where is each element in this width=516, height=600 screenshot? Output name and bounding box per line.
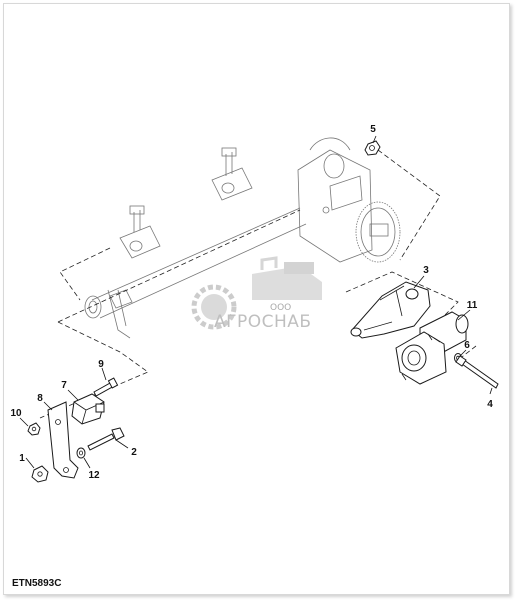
part-7-block	[71, 393, 105, 425]
watermark-name: АГРОСНАБ	[214, 312, 312, 332]
part-5-nut	[364, 140, 381, 156]
watermark-org: ООО	[270, 303, 291, 313]
callout-3: 3	[423, 265, 429, 276]
callout-7: 7	[61, 380, 67, 391]
callout-6: 6	[464, 340, 470, 351]
part-4-bolt	[455, 355, 499, 389]
callout-1: 1	[19, 453, 25, 464]
watermark-logo-icon	[191, 256, 322, 330]
callout-2: 2	[131, 447, 137, 458]
part-11-motor	[395, 311, 469, 385]
part-1-nut	[31, 465, 49, 483]
callout-9: 9	[98, 359, 104, 370]
part-2-bolt	[87, 427, 125, 451]
part-9-bolt	[93, 377, 119, 397]
part-3-bracket	[350, 281, 431, 339]
callouts: 5 3 11 6 4 9 7 8 10 2 12 1	[10, 124, 493, 481]
callout-11: 11	[467, 300, 478, 311]
callout-4: 4	[487, 399, 493, 410]
callout-10: 10	[10, 408, 22, 419]
callout-8: 8	[37, 393, 43, 404]
part-10-nut	[27, 422, 41, 436]
drawing-code: ETN5893C	[12, 578, 61, 589]
callout-12: 12	[88, 470, 100, 481]
shaft-assembly	[84, 137, 401, 339]
part-12-washer	[76, 447, 86, 459]
part-8-plate	[47, 401, 79, 479]
callout-5: 5	[370, 124, 376, 135]
leader-lines	[19, 135, 493, 469]
watermark: ООО АГРОСНАБ	[191, 256, 322, 332]
